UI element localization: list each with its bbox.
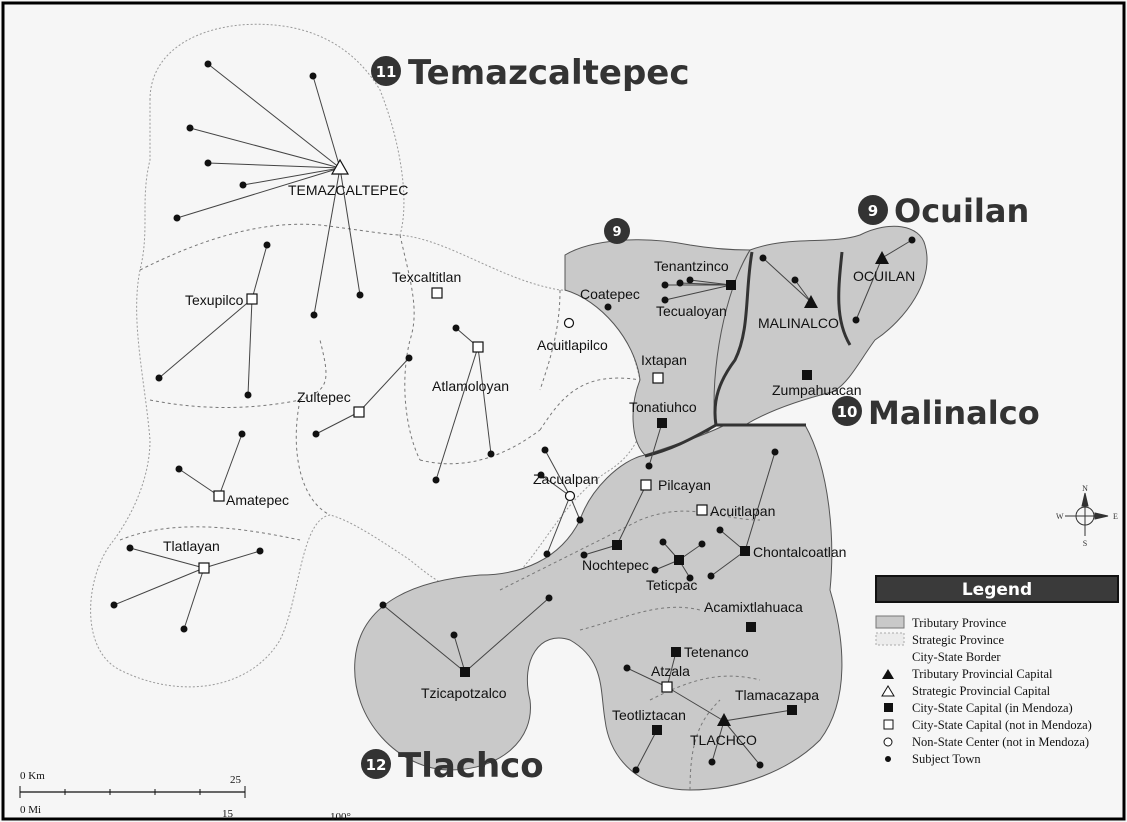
bottom-longitude-label: 100° — [330, 811, 351, 822]
svg-text:12: 12 — [366, 756, 387, 774]
connector-lines — [113, 63, 913, 771]
legend-header — [875, 575, 1119, 603]
label-texupilco: Texupilco — [185, 292, 244, 308]
label-malinalco: MALINALCO — [758, 315, 839, 331]
svg-text:9: 9 — [612, 225, 621, 240]
label-tenantzinco: Tenantzinco — [654, 258, 729, 274]
label-tonatiuhco: Tonatiuhco — [629, 399, 697, 415]
label-atlamoloyan: Atlamoloyan — [432, 378, 509, 394]
label-zultepec: Zultepec — [297, 389, 351, 405]
label-tetenanco: Tetenanco — [684, 644, 749, 660]
svg-text:Ocuilan: Ocuilan — [894, 192, 1029, 230]
svg-text:Malinalco: Malinalco — [868, 394, 1040, 432]
label-ixtapan: Ixtapan — [641, 352, 687, 368]
label-zumpahuacan: Zumpahuacan — [772, 382, 862, 398]
scale-bar: 0 Km 25 0 Mi 15 100° — [19, 770, 351, 822]
svg-text:15: 15 — [222, 808, 234, 820]
svg-text:Tlachco: Tlachco — [398, 746, 544, 786]
label-chontalcoatlan: Chontalcoatlan — [753, 544, 846, 560]
svg-text:0 Km: 0 Km — [20, 770, 45, 782]
svg-text:Strategic Province: Strategic Province — [912, 633, 1004, 647]
city-state-capitals-mendoza — [460, 280, 812, 735]
svg-text:W: W — [1056, 512, 1064, 521]
tributary-capital-malinalco — [804, 295, 818, 308]
tributary-capital-ocuilan — [875, 251, 889, 264]
label-ocuilan: OCUILAN — [853, 268, 915, 284]
label-acamixtlahuaca: Acamixtlahuaca — [704, 599, 803, 615]
compass-rose-icon: N S E W — [1056, 484, 1118, 548]
label-texcaltitlan: Texcaltitlan — [392, 269, 461, 285]
svg-text:N: N — [1082, 484, 1088, 493]
strategic-capital-temazcaltepec — [330, 158, 350, 175]
svg-text:Tributary Provincial Capital: Tributary Provincial Capital — [912, 667, 1053, 681]
svg-text:City-State Capital (in Mendoza: City-State Capital (in Mendoza) — [912, 701, 1073, 715]
label-zacualpan: Zacualpan — [533, 471, 598, 487]
province-title-10: 10 Malinalco — [832, 394, 1040, 432]
tributary-capital-tlachco — [717, 713, 731, 726]
place-labels: TEMAZCALTEPEC Texcaltitlan Texupilco Zul… — [163, 182, 915, 748]
svg-text:Tributary Province: Tributary Province — [912, 616, 1007, 630]
province-marker-9-small: 9 — [604, 218, 630, 244]
province-title-12: 12 Tlachco — [361, 746, 544, 786]
label-tzicapotzalco: Tzicapotzalco — [421, 685, 507, 701]
label-amatepec: Amatepec — [226, 492, 289, 508]
label-teotliztacan: Teotliztacan — [612, 707, 686, 723]
svg-text:Non-State Center (not in Mendo: Non-State Center (not in Mendoza) — [912, 735, 1089, 749]
svg-text:City-State Border: City-State Border — [912, 650, 1001, 664]
svg-text:0 Mi: 0 Mi — [20, 804, 41, 816]
svg-text:11: 11 — [376, 63, 397, 81]
city-state-capitals-not-mendoza — [198, 287, 708, 693]
svg-text:S: S — [1083, 539, 1087, 548]
label-tlamacazapa: Tlamacazapa — [735, 687, 819, 703]
legend: Legend Tributary Province Strategic Prov… — [875, 575, 1119, 766]
province-title-11: 11 Temazcaltepec — [371, 53, 690, 93]
label-pilcayan: Pilcayan — [658, 477, 711, 493]
label-coatepec: Coatepec — [580, 286, 640, 302]
label-tecualoyan: Tecualoyan — [656, 303, 727, 319]
label-teticpac: Teticpac — [646, 577, 697, 593]
province-title-9: 9 Ocuilan — [858, 192, 1029, 230]
svg-text:Subject Town: Subject Town — [912, 752, 981, 766]
label-nochtepec: Nochtepec — [582, 557, 649, 573]
svg-text:Temazcaltepec: Temazcaltepec — [408, 53, 690, 93]
label-acuitlapan: Acuitlapan — [710, 503, 775, 519]
label-atzala: Atzala — [651, 663, 690, 679]
svg-text:E: E — [1113, 512, 1118, 521]
label-acuitlapilco: Acuitlapilco — [537, 337, 608, 353]
label-temazcaltepec: TEMAZCALTEPEC — [288, 182, 408, 198]
svg-text:City-State Capital (not in Men: City-State Capital (not in Mendoza) — [912, 718, 1092, 732]
tributary-province-tlachco — [354, 424, 843, 791]
legend-title: Legend — [962, 580, 1032, 600]
city-state-borders — [119, 223, 761, 791]
svg-text:Strategic Provincial Capital: Strategic Provincial Capital — [912, 684, 1051, 698]
non-state-centers — [563, 317, 576, 502]
provincial-borders — [644, 251, 852, 458]
label-tlachco: TLACHCO — [690, 732, 757, 748]
svg-text:10: 10 — [837, 403, 858, 421]
svg-text:25: 25 — [230, 774, 242, 786]
svg-text:9: 9 — [868, 202, 878, 220]
label-tlatlayan: Tlatlayan — [163, 538, 220, 554]
subject-towns — [110, 60, 916, 774]
